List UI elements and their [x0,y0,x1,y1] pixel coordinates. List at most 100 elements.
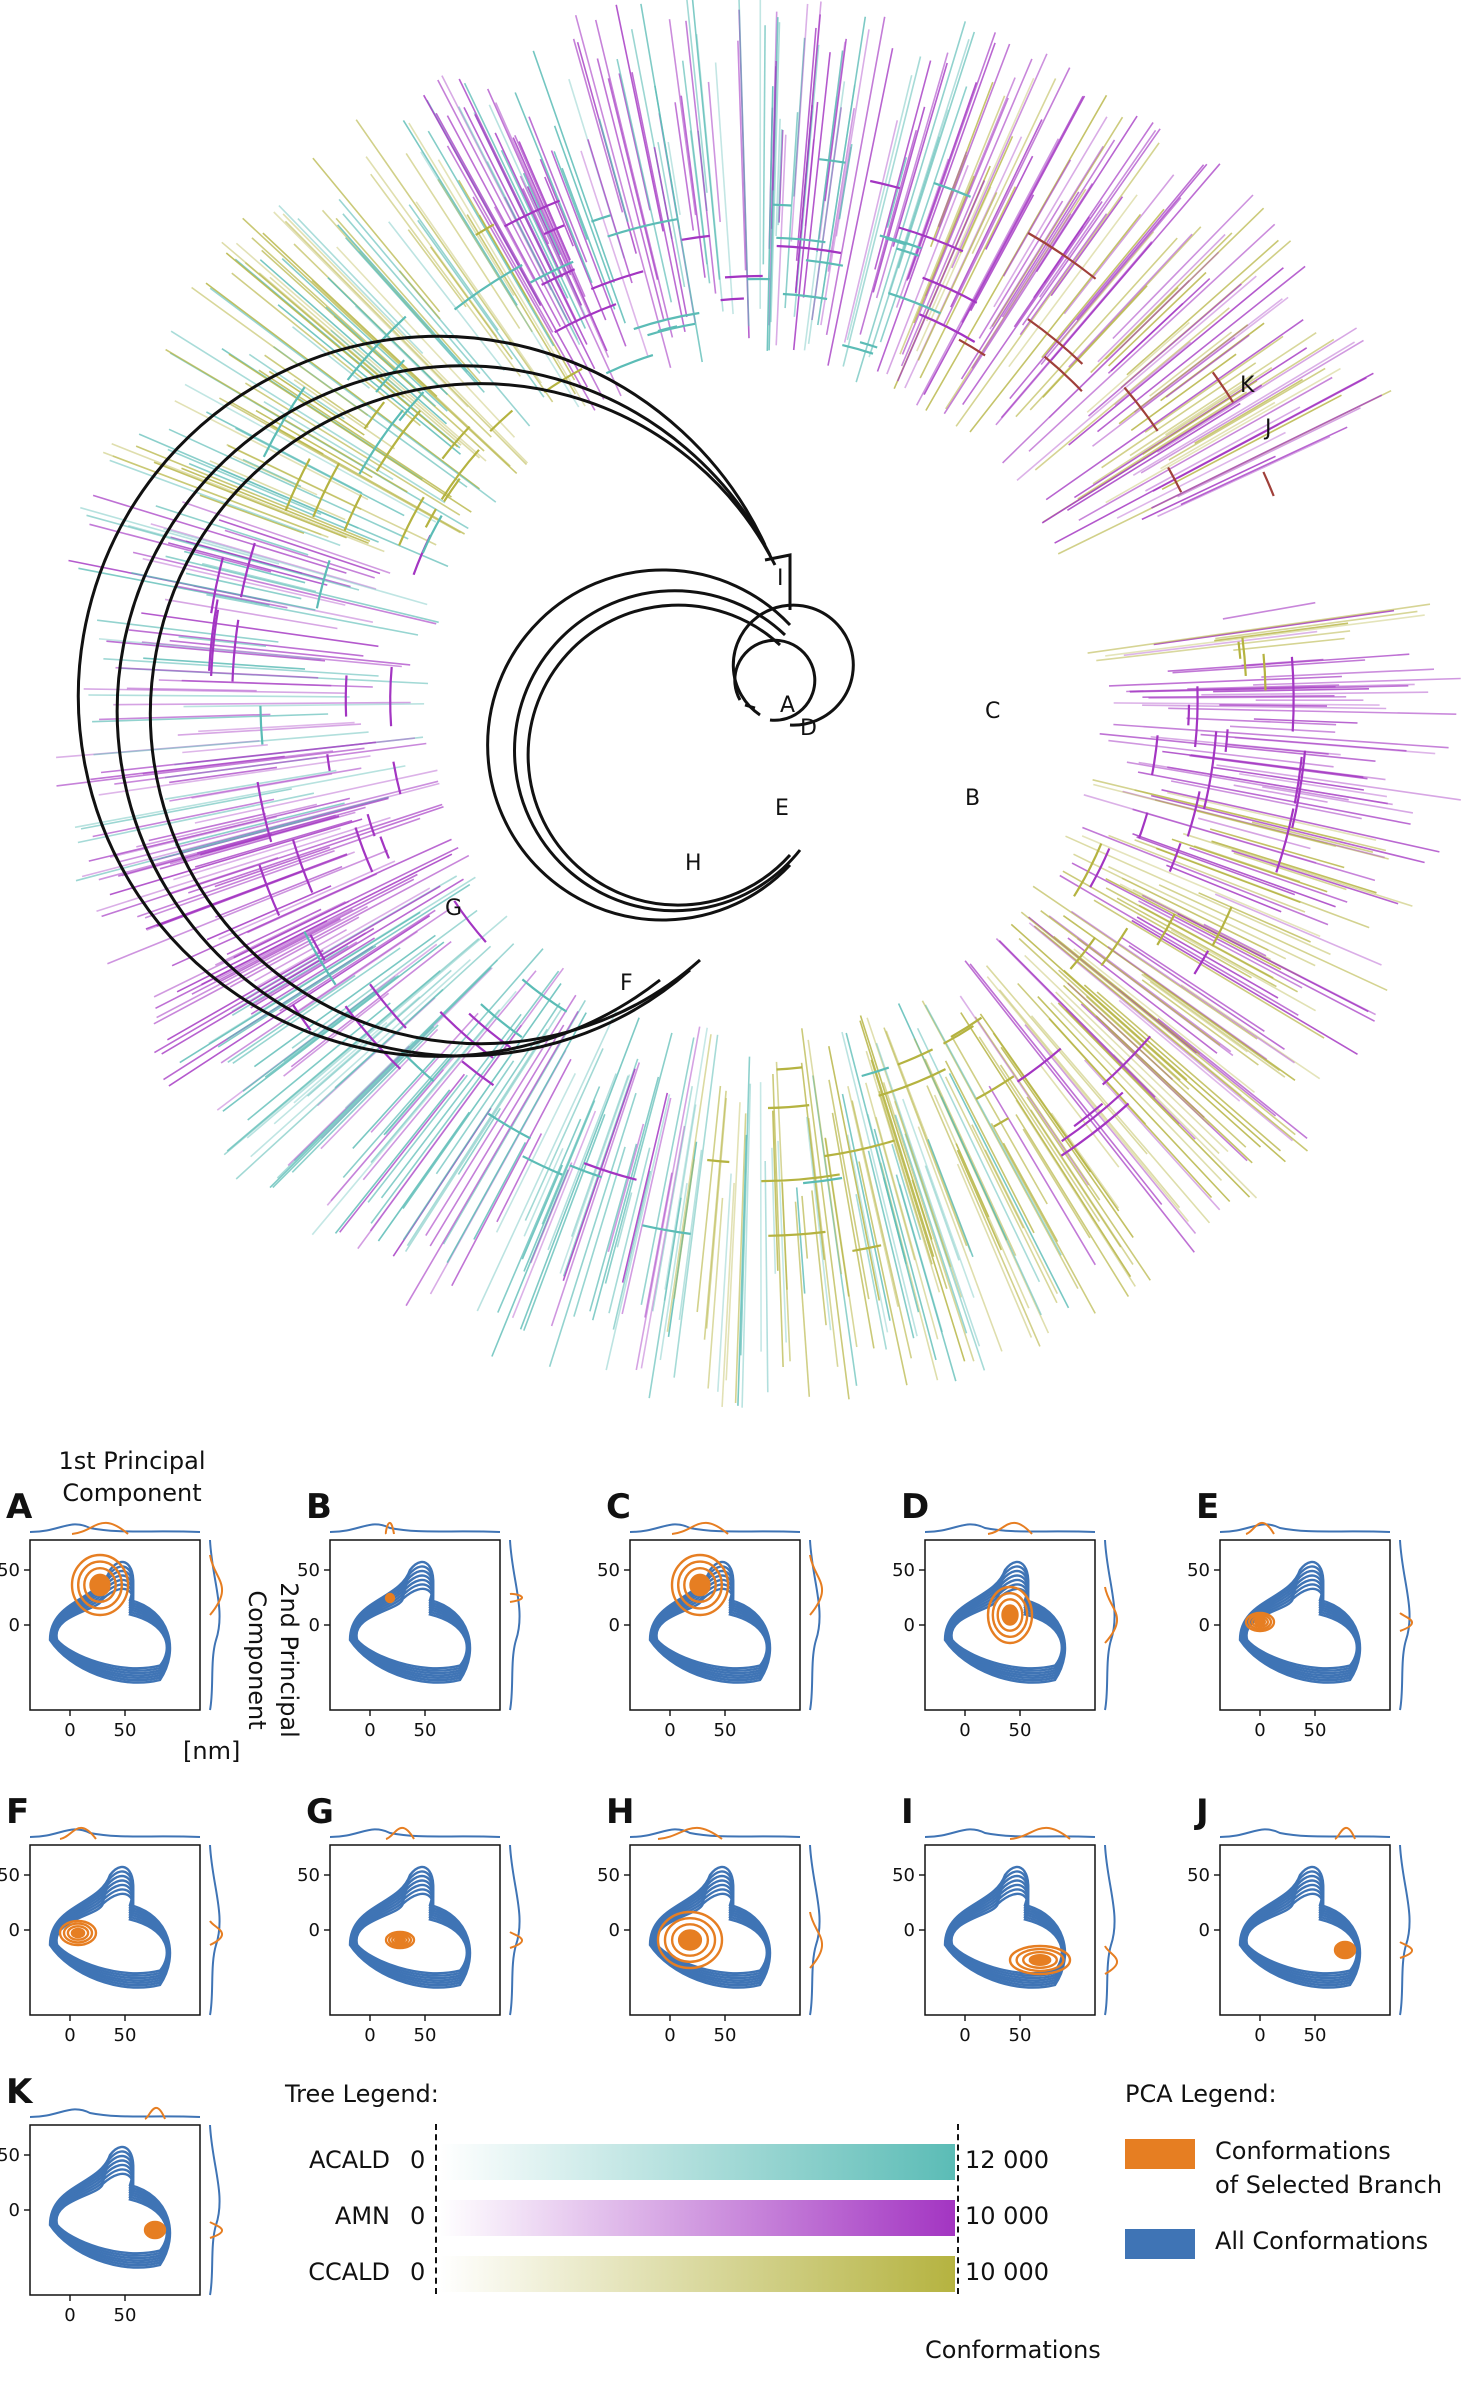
tree-leaf-branch [369,1024,522,1232]
tree-subtree-arc [529,260,574,284]
tree-leaf-branch [258,369,452,498]
tree-subtree-arc [487,1112,532,1140]
tree-subtree-arc [1137,812,1149,839]
tree-leaf-branch [150,523,377,590]
tree-leaf-branch [497,1118,582,1313]
all-conformations-contour [352,1879,470,1982]
tree-leaf-branch [1229,725,1336,733]
tree-leaf-branch [870,1059,966,1362]
tree-leaf-branch [1198,892,1311,943]
tree-leaf-branch [402,119,518,306]
tree-leaf-branch [1209,828,1345,869]
tree-subtree-arc [468,1012,512,1049]
tree-leaf-branch [287,1045,410,1167]
tree-leaf-branch [667,1141,698,1338]
selected-branch-contour [670,1923,710,1957]
tree-node-label-c: C [985,699,1000,724]
tree-leaf-branch [1009,164,1205,400]
tree-leaf-branch [1162,750,1364,778]
tree-leaf-branch [473,1142,527,1240]
legend-guide-left [435,2124,437,2294]
tree-subtree-arc [633,311,700,331]
tree-leaf-branch [929,81,994,248]
tree-leaf-branch [1157,435,1331,518]
selected-branch-contour [1247,1613,1273,1631]
tree-subtree-arc [772,203,792,207]
tree-subtree-arc [421,515,443,554]
tree-leaf-branch [1261,668,1435,678]
tree-leaf-branch [169,766,278,784]
tree-leaf-branch [1073,853,1269,951]
x-marginal-selected [59,1826,97,1840]
tree-leaf-branch [1002,159,1072,277]
tree-leaf-branch [775,118,781,237]
legend-row-max: 10 000 [965,2258,1049,2286]
tree-leaf-branch [795,1187,806,1294]
tree-subtree-arc [424,508,437,528]
all-conformations-contour [349,1870,471,1987]
x-marginal-all [1219,1523,1391,1533]
tree-leaf-branch [926,1085,1041,1347]
tree-leaf-branch [405,1010,579,1307]
tree-leaf-branch [514,92,593,284]
tree-leaf-branch [1001,139,1116,318]
tree-leaf-branch [873,1128,937,1361]
panel-letter: B [306,1487,332,1527]
tree-leaf-branch [1076,163,1208,321]
tree-subtree-arc [1073,1102,1104,1128]
tree-subtree-arc [942,1025,975,1045]
tree-subtree-arc [1275,808,1295,873]
tree-subtree-arc [852,1244,882,1252]
tree-leaf-branch [895,158,950,308]
tree-leaf-branch [867,1150,915,1339]
tree-subtree-arc [1089,848,1111,888]
tree-leaf-branch [1013,216,1090,328]
tree-leaf-branch [950,119,1043,308]
tree-leaf-branch [894,1100,952,1268]
tree-leaf-branch [1142,695,1335,698]
tree-leaf-branch [1113,723,1449,749]
tree-leaf-branch [664,1027,708,1290]
tree-leaf-branch [800,1062,825,1260]
tree-leaf-branch [232,455,318,496]
selected-branch-contour [1001,1604,1019,1626]
tree-leaf-branch [1085,995,1190,1090]
tree-leaf-branch [802,52,831,298]
tree-leaf-branch [355,119,554,403]
tree-leaf-branch [775,134,787,346]
tree-leaf-branch [1015,1099,1136,1287]
tree-leaf-branch [1211,766,1365,791]
tree-leaf-branch [737,1134,748,1406]
all-conformations-contour [51,1874,171,1985]
tree-subtree-arc [842,344,874,355]
y-tick-label: 50 [0,1560,20,1581]
unit-label: [nm] [183,1737,241,1765]
y-marginal-selected [209,2221,224,2239]
tree-leaf-branch [191,878,415,995]
tree-subtree-arc [590,270,644,291]
tree-leaf-branch [417,219,545,398]
tree-leaf-branch [1126,239,1279,376]
tree-subtree-arc [1202,731,1218,810]
tree-subtree-arc [776,244,842,255]
selected-branch-contour [387,1932,413,1948]
tree-leaf-branch [96,816,391,912]
selected-branch-contour [663,1916,717,1963]
tree-leaf-branch [188,462,379,543]
tree-leaf-branch [1231,849,1399,905]
tree-leaf-branch [858,1161,908,1386]
tree-leaf-branch [738,0,750,327]
x-marginal-selected [385,1826,415,1840]
tree-leaf-branch [446,1012,587,1263]
tree-subtree-arc [707,1158,730,1164]
y-tick-label: 0 [904,1920,915,1941]
x-tick-label: 0 [1254,2025,1265,2046]
tree-leaf-branch [181,796,389,853]
tree-leaf-branch [1116,431,1286,519]
tree-leaf-branch [333,315,416,390]
tree-leaf-branch [1118,999,1241,1102]
tree-leaf-branch [142,750,334,775]
